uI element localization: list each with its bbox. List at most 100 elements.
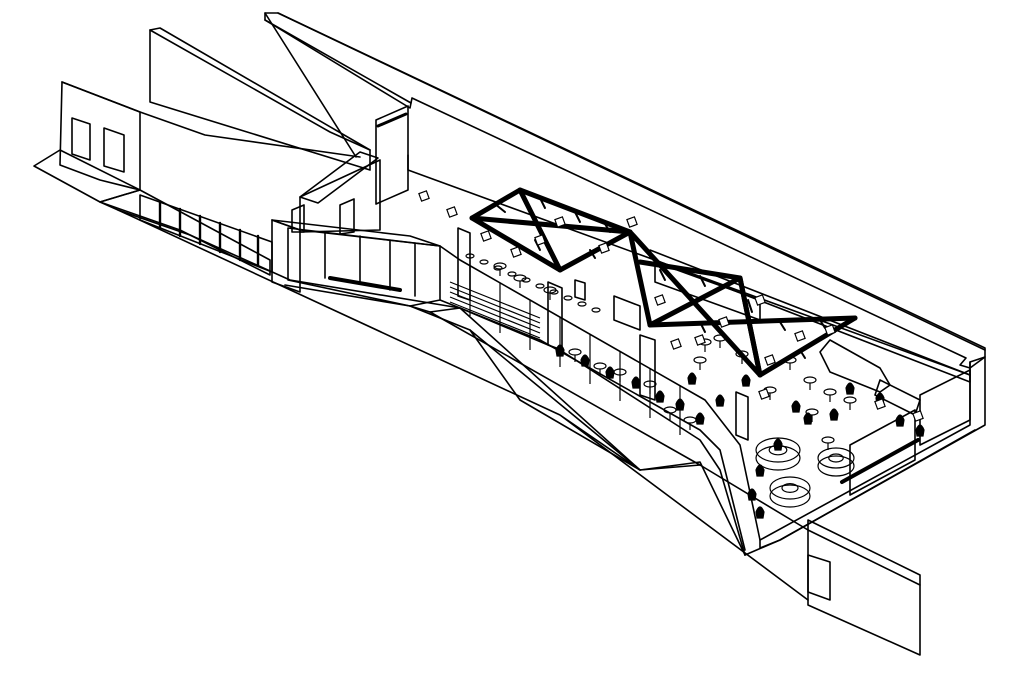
booth-sofa-base	[755, 445, 801, 471]
round-table-icon	[803, 376, 817, 384]
left-annex-door-2	[103, 127, 125, 173]
truss-segment	[469, 215, 633, 235]
spotlight-icon	[510, 246, 522, 258]
truss-segment	[637, 259, 743, 281]
truss-segment	[517, 187, 563, 273]
spotlight-icon	[446, 206, 458, 218]
entrance-floor-edge	[284, 284, 461, 313]
chair-icon	[715, 394, 725, 407]
chair-icon	[655, 390, 665, 403]
truss-lattice	[699, 321, 706, 333]
spotlight-icon	[654, 294, 666, 306]
building-walls	[33, 12, 986, 656]
spotlight-icon	[794, 330, 806, 342]
stair-core-front	[299, 159, 381, 233]
chair-icon	[829, 408, 839, 421]
spotlight-icon	[824, 324, 836, 336]
hall-front-glass-bottom	[439, 299, 746, 551]
truss-lattice	[589, 249, 596, 259]
stair-core-door	[339, 198, 355, 235]
entrance-glass-front	[287, 227, 441, 307]
booth-sofa-base	[817, 455, 855, 477]
bar-stool-icon	[549, 289, 559, 295]
shelf-line	[449, 286, 541, 324]
spotlight-icon	[534, 234, 546, 246]
spotlight-icon	[598, 242, 610, 254]
shelf-line	[449, 291, 541, 329]
truss-lattice	[747, 299, 753, 313]
stair-core-side-door	[291, 204, 305, 233]
spotlight-icon	[670, 338, 682, 350]
booth-sofa-base	[769, 484, 811, 508]
chair-icon	[755, 506, 765, 519]
bar-stool-icon	[563, 295, 573, 301]
round-table-icon	[693, 356, 707, 364]
booth-table	[768, 444, 788, 456]
back-wall-diagonal	[264, 12, 357, 158]
bar-stool-icon	[507, 271, 517, 277]
hall-front-structure	[459, 307, 746, 556]
round-table-icon	[568, 348, 582, 356]
spotlight-icon	[554, 216, 566, 228]
glazed-facade-mullions	[158, 200, 260, 268]
back-parapet-wall	[264, 12, 986, 369]
lift-shaft	[375, 105, 409, 205]
hall-front-glass-top	[439, 245, 761, 541]
lighting-truss	[469, 187, 858, 378]
round-table-icon	[823, 388, 837, 396]
bar-stool-icon	[465, 253, 475, 259]
column-5	[735, 391, 749, 441]
entrance-glass-mullions	[324, 231, 416, 297]
hall-front-floor-edge	[744, 429, 976, 556]
interior-fixtures	[449, 253, 925, 519]
chair-icon	[845, 382, 855, 395]
truss-lattice	[779, 321, 786, 331]
round-table-icon	[843, 396, 857, 404]
truss-lattice	[819, 319, 826, 329]
chair-icon	[695, 412, 705, 425]
foreground-wall-top	[807, 519, 921, 586]
booth-table	[828, 453, 844, 463]
bar-stool-icon	[535, 283, 545, 289]
right-end-panel	[919, 369, 971, 446]
booth-seating	[819, 339, 891, 393]
left-annex-door-1	[71, 117, 91, 161]
truss-lattice	[699, 275, 706, 287]
truss-segment	[757, 315, 858, 378]
long-ground-line	[117, 209, 809, 601]
upper-left-wall-cap	[149, 27, 371, 151]
spotlight-icon	[754, 294, 766, 306]
stair-core-top	[299, 151, 379, 204]
chair-icon	[580, 354, 590, 367]
truss-lattice	[604, 223, 611, 233]
chair-icon	[631, 376, 641, 389]
hall-right-end-wall	[759, 356, 986, 549]
bar-stool-icon	[577, 301, 587, 307]
chair-icon	[895, 414, 905, 427]
truss-lattice	[659, 269, 666, 281]
lift-shaft-edge	[376, 112, 408, 128]
spotlight-icon	[912, 410, 924, 422]
spotlight-icon	[718, 316, 730, 328]
spotlight-icon	[758, 388, 770, 400]
upper-left-wall-block	[149, 29, 371, 171]
spotlights	[418, 190, 924, 422]
right-end-window-sill	[840, 438, 920, 484]
booth-table	[781, 483, 799, 494]
foreground-low-wall	[807, 529, 921, 656]
truss-lattice	[799, 349, 806, 359]
foreground-wall-door	[807, 554, 831, 601]
ground-slab-left	[99, 189, 271, 276]
chair-icon	[791, 400, 801, 413]
round-table-icon	[683, 416, 697, 424]
bar-stool-icon	[521, 277, 531, 283]
chair-icon	[773, 438, 783, 451]
booth-sofa-icon	[769, 476, 811, 500]
truss-segment	[627, 229, 763, 378]
shelf-line	[449, 281, 541, 319]
truss-segment	[647, 315, 858, 328]
column-6	[613, 295, 641, 331]
spotlight-icon	[694, 334, 706, 346]
truss-lattice	[539, 197, 546, 209]
